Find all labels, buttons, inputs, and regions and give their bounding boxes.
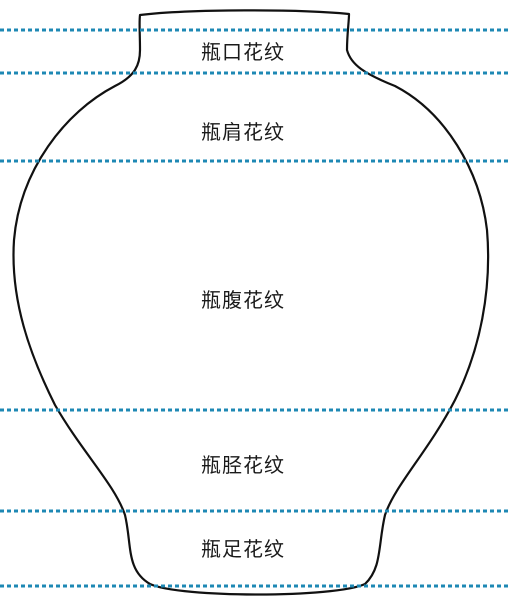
zone-label-shoulder: 瓶肩花纹 <box>201 120 285 144</box>
zone-label-belly: 瓶腹花纹 <box>201 288 285 312</box>
zone-label-foot: 瓶足花纹 <box>201 537 285 561</box>
vase-outline <box>12 9 490 596</box>
zone-label-mouth: 瓶口花纹 <box>201 40 285 64</box>
zone-label-shin: 瓶胫花纹 <box>201 453 285 477</box>
